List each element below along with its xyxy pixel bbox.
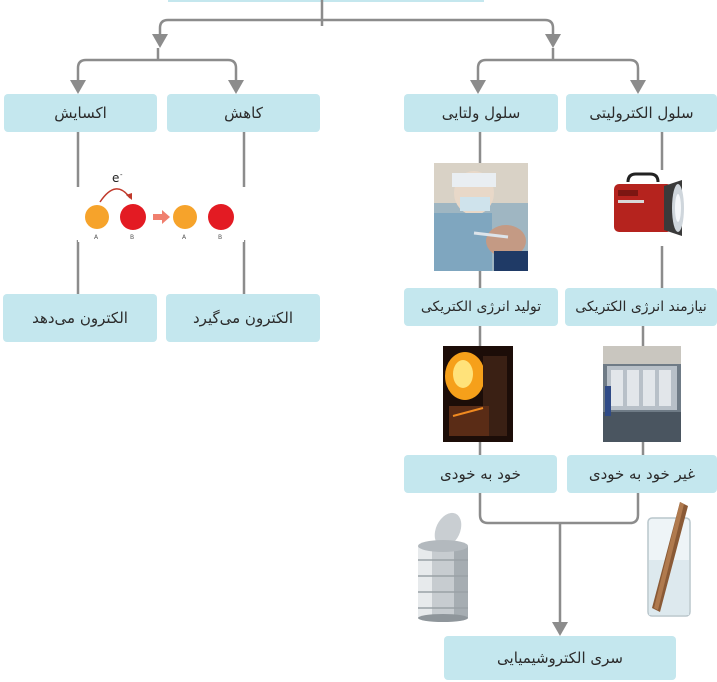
atom-b-label-after: B	[218, 234, 222, 241]
atom-b-red	[120, 204, 146, 230]
flashlight-image	[614, 172, 684, 236]
gains-electron-label: الکترون می‌گیرد	[193, 309, 294, 327]
arrow-icon	[153, 210, 170, 224]
atom-a-label-after: A	[182, 234, 187, 241]
gains-electron-box: الکترون می‌گیرد	[166, 294, 320, 342]
non-spontaneous-label: غیر خود به خودی	[588, 465, 696, 483]
atom-b-red-after	[208, 204, 234, 230]
produces-energy-label: تولید انرژی الکتریکی	[420, 299, 542, 315]
atom-a-orange	[85, 205, 109, 229]
reduction-box: کاهش	[167, 94, 320, 132]
non-spontaneous-box: غیر خود به خودی	[567, 455, 717, 493]
produces-energy-box: تولید انرژی الکتریکی	[404, 288, 558, 326]
svg-text:-: -	[120, 172, 123, 179]
oxidation-box: اکسایش	[4, 94, 157, 132]
reduction-label: کاهش	[224, 104, 263, 122]
electrolytic-cell-box: سلول الکترولیتی	[566, 94, 717, 132]
electrochemical-series-box: سری الکتروشیمیایی	[444, 636, 676, 680]
spontaneous-box: خود به خودی	[404, 455, 557, 493]
electron-symbol: e	[112, 172, 119, 185]
electrolysis-tanks-photo	[603, 346, 681, 442]
oxidation-label: اکسایش	[54, 104, 107, 122]
dentist-photo	[434, 163, 528, 271]
furnace-photo	[443, 346, 513, 442]
electrolytic-cell-label: سلول الکترولیتی	[589, 104, 694, 122]
beaker-image	[647, 502, 691, 617]
voltaic-cell-box: سلول ولتایی	[404, 94, 558, 132]
needs-energy-box: نیازمند انرژی الکتریکی	[565, 288, 717, 326]
electron-transfer-diagram: e - A B A B	[78, 172, 244, 242]
atom-a-orange-after	[173, 205, 197, 229]
tin-can-image	[418, 512, 468, 622]
spontaneous-label: خود به خودی	[440, 465, 521, 483]
loses-electron-box: الکترون می‌دهد	[3, 294, 157, 342]
electrochemical-series-label: سری الکتروشیمیایی	[497, 649, 623, 667]
atom-b-label: B	[130, 234, 134, 241]
atom-a-label: A	[94, 234, 99, 241]
voltaic-cell-label: سلول ولتایی	[441, 104, 521, 122]
loses-electron-label: الکترون می‌دهد	[32, 309, 128, 327]
needs-energy-label: نیازمند انرژی الکتریکی	[575, 299, 707, 315]
